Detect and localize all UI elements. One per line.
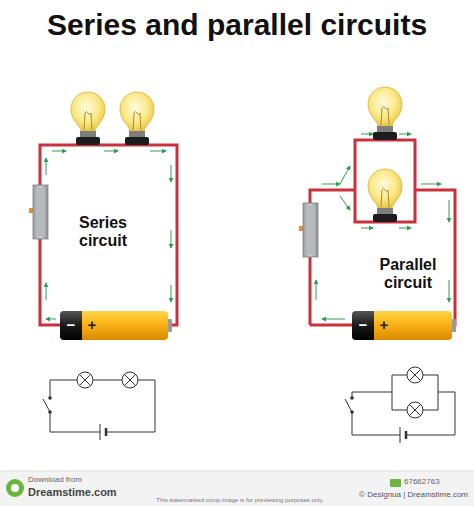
watermark: Download from [28, 475, 82, 484]
series-schematic [43, 372, 155, 440]
image-id: 67662763 [404, 477, 440, 486]
battery-sign: + [84, 316, 100, 333]
watermark-note: This watermarked comp image is for previ… [125, 497, 355, 504]
parallel-schematic [345, 367, 455, 443]
copyright: © Designua | Dreamstime.com [359, 490, 468, 499]
battery-sign: + [376, 316, 392, 333]
circuit-label: Parallel circuit [370, 256, 446, 293]
battery-sign: − [63, 316, 79, 333]
watermark: Dreamstime.com [28, 486, 117, 499]
circuit-label: Series circuit [71, 214, 135, 251]
battery-sign: − [355, 316, 371, 333]
title: Series and parallel circuits [0, 8, 474, 43]
